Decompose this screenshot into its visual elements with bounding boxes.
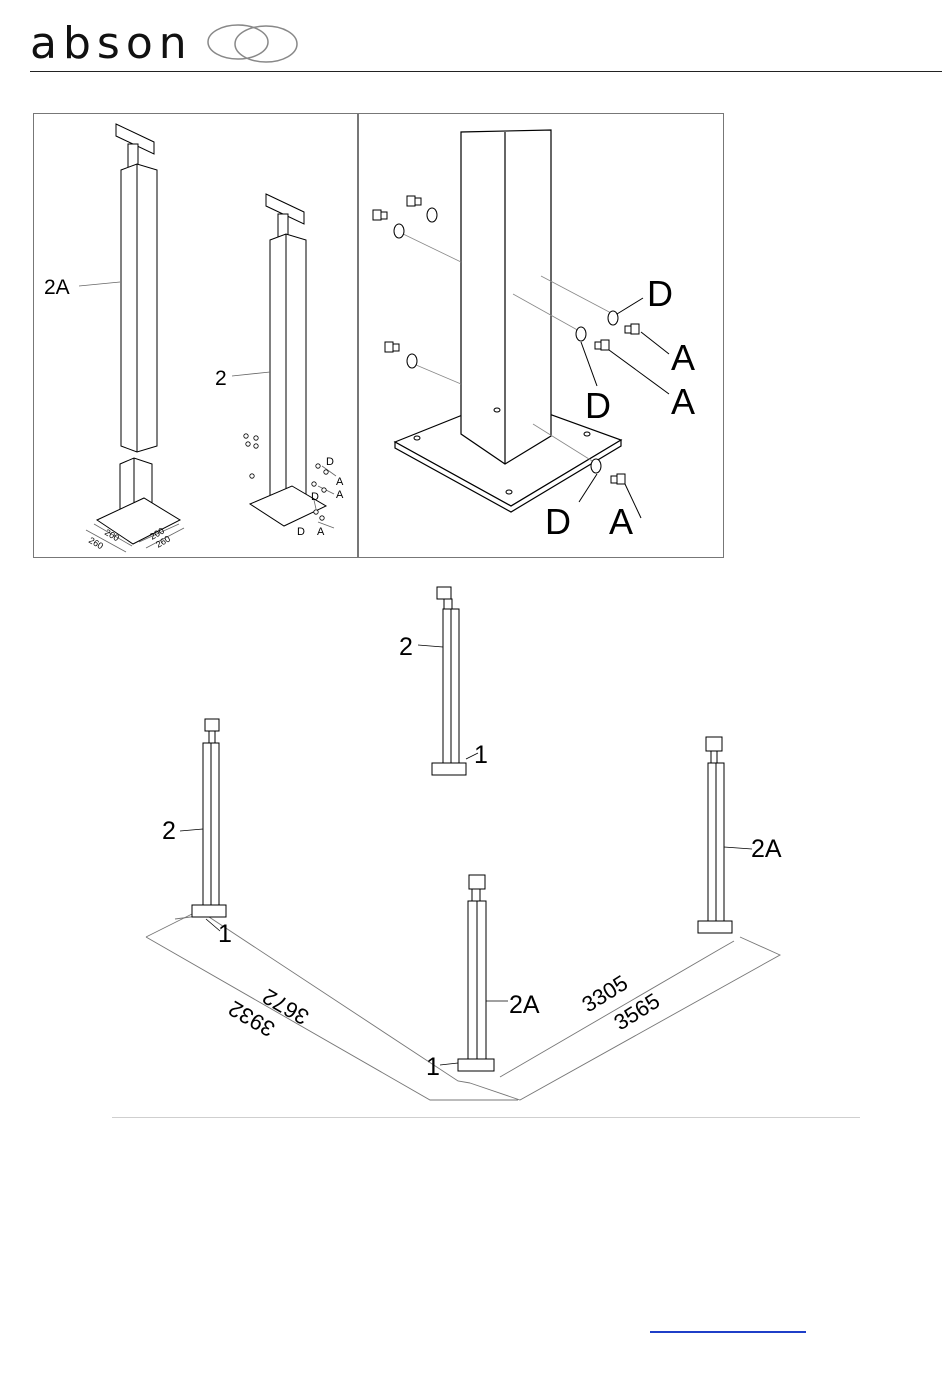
plan-label-post-2a-right: 2A [751,835,782,863]
brand-logo-text: abson [30,22,193,66]
plan-label-base-front: 1 [426,1053,440,1081]
plan-label-base-back: 1 [474,741,488,769]
plan-label-post-2-back: 2 [399,633,413,661]
footer-link[interactable] [650,1311,806,1333]
post-left [192,719,226,917]
footer-link-underline [650,1331,806,1333]
footer-divider [112,1117,860,1118]
post-types-drawing: 2A 2 D A A D D A 200 200 260 260 [34,114,359,559]
post-back [432,587,466,775]
label-bolt-a-bottom: A [609,501,633,542]
label-washer-d-1: D [326,456,334,468]
label-washer-d-2: D [311,491,319,503]
label-bolt-a-1: A [336,476,344,488]
post-right [698,737,732,933]
post-column [461,130,551,464]
post-front [458,875,494,1071]
label-bolt-a-mid: A [671,381,695,422]
plan-label-base-left: 1 [218,920,232,948]
label-bolt-a-top: A [671,337,695,378]
plan-label-post-2a-front: 2A [509,991,540,1019]
post-2a-column [121,164,157,452]
label-washer-d-mid: D [585,385,611,426]
plan-label-post-2-left: 2 [162,817,176,845]
label-bolt-a-2: A [336,489,344,501]
label-bolt-a-3: A [317,526,325,538]
label-washer-d-top: D [647,273,673,314]
post-types-panel: 2A 2 D A A D D A 200 200 260 260 [33,113,358,558]
label-post-2a: 2A [44,276,70,299]
post-2-column [270,234,306,508]
label-washer-d-3: D [297,526,305,538]
header-divider [30,71,942,72]
label-post-2: 2 [215,367,227,390]
pergola-layout-plan: 2 1 2 1 2A 2A 1 3672 3932 3305 3565 [0,575,950,1115]
dim-label-260-a: 260 [87,535,105,551]
brand-rings-logo [205,20,305,66]
bolt-detail-panel: D A A D D A [358,113,724,558]
bolt-detail-drawing: D A A D D A [359,114,725,559]
label-washer-d-bottom: D [545,501,571,542]
